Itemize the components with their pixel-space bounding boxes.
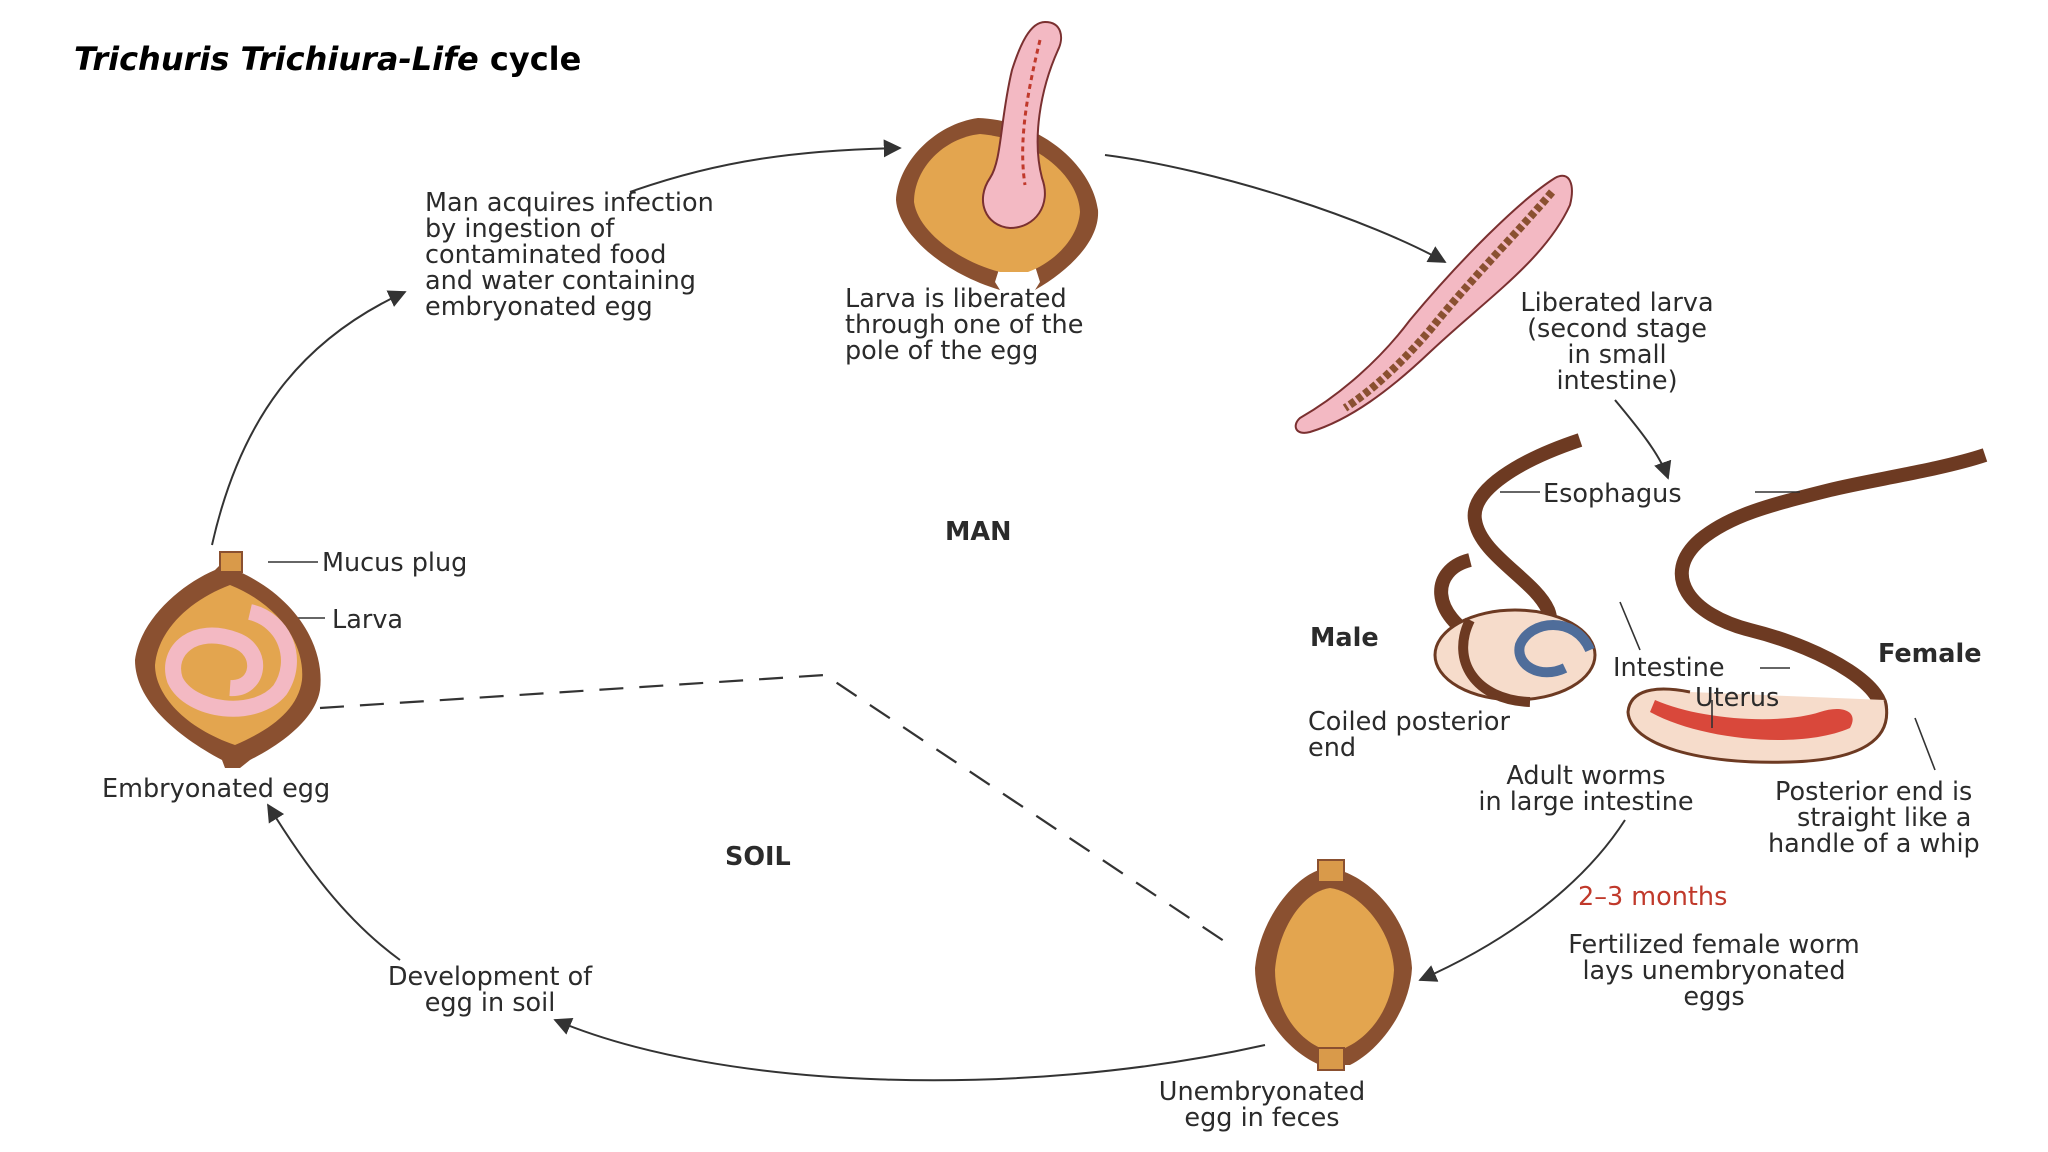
fertilized-line: eggs [1683, 982, 1744, 1012]
embryonated-label: Embryonated egg [102, 774, 330, 804]
arrow-to-liberated-larva [1104, 154, 1447, 263]
arrow-to-infection [211, 290, 407, 546]
fertilized-caption: Fertilized female worm lays unembryonate… [1568, 930, 1859, 1012]
liberated-larva-line: in small [1567, 340, 1666, 370]
larva-liberated-line: Larva is liberated [845, 284, 1067, 314]
liberated-larva-line: Liberated larva [1520, 288, 1713, 318]
development-line: egg in soil [425, 988, 556, 1018]
male-label: Male [1310, 623, 1379, 653]
arrow-to-feces-egg [1418, 819, 1626, 982]
title-italic: Trichuris Trichiura-Life [74, 40, 479, 78]
embryonated-egg-illustration [135, 551, 321, 768]
coiled-line: end [1308, 733, 1356, 763]
title-regular: cycle [478, 40, 582, 78]
coiled-caption: Coiled posterior end [1308, 707, 1510, 763]
infection-line: Man acquires infection [425, 188, 714, 218]
larva-liberated-line: through one of the [845, 310, 1083, 340]
arrow-to-esophagus [1614, 399, 1672, 480]
liberated-larva-line: intestine) [1556, 366, 1677, 396]
development-caption: Development of egg in soil [388, 962, 593, 1018]
liberated-larva-illustration [1294, 175, 1573, 434]
infection-caption: Man acquires infection by ingestion of c… [425, 188, 714, 322]
leader-lines [268, 491, 1936, 771]
larva-liberated-caption: Larva is liberated through one of the po… [845, 284, 1083, 366]
female-label: Female [1878, 639, 1982, 669]
fertilized-line: lays unembryonated [1582, 956, 1845, 986]
posterior-end-line: handle of a whip [1768, 829, 1980, 859]
infection-line: contaminated food [425, 240, 666, 270]
esophagus-label: Esophagus [1543, 479, 1682, 509]
intestine-label: Intestine [1613, 653, 1725, 683]
infection-line: and water containing [425, 266, 696, 296]
larva-label: Larva [332, 605, 403, 635]
slide-title: Trichuris Trichiura-Life cycle [74, 40, 581, 78]
larva-liberated-line: pole of the egg [845, 336, 1038, 366]
arrow-to-embryonated [267, 803, 401, 961]
fertilized-line: Fertilized female worm [1568, 930, 1859, 960]
posterior-end-line: straight like a [1797, 803, 1971, 833]
uterus-label: Uterus [1695, 683, 1779, 713]
posterior-end-line: Posterior end is [1775, 777, 1972, 807]
liberated-larva-caption: Liberated larva (second stage in small i… [1520, 288, 1713, 396]
liberated-larva-line: (second stage [1527, 314, 1707, 344]
unembryonated-line: egg in feces [1184, 1103, 1339, 1133]
development-line: Development of [388, 962, 593, 992]
unembryonated-egg-illustration [1255, 859, 1412, 1071]
cycle-arrows [211, 139, 1672, 1082]
region-man: MAN [945, 517, 1011, 547]
arrow-to-soil [553, 1018, 1266, 1082]
unembryonated-line: Unembryonated [1159, 1077, 1365, 1107]
hatching-egg-illustration [896, 20, 1099, 290]
adult-worms-line: in large intestine [1478, 787, 1693, 817]
male-worm-illustration [1433, 433, 1597, 707]
arrow-to-hatching [629, 139, 902, 193]
boundary-dashed-line [319, 673, 1231, 946]
female-worm-illustration [1626, 448, 1988, 764]
posterior-end-caption: Posterior end is straight like a handle … [1768, 777, 1980, 859]
infection-line: embryonated egg [425, 292, 653, 322]
months-label: 2–3 months [1578, 882, 1727, 912]
infection-line: by ingestion of [425, 214, 615, 244]
adult-worms-line: Adult worms [1506, 761, 1665, 791]
mucus-plug-label: Mucus plug [322, 548, 467, 578]
unembryonated-caption: Unembryonated egg in feces [1159, 1077, 1365, 1133]
region-soil: SOIL [725, 842, 791, 872]
adult-worms-caption: Adult worms in large intestine [1478, 761, 1693, 817]
coiled-line: Coiled posterior [1308, 707, 1510, 737]
